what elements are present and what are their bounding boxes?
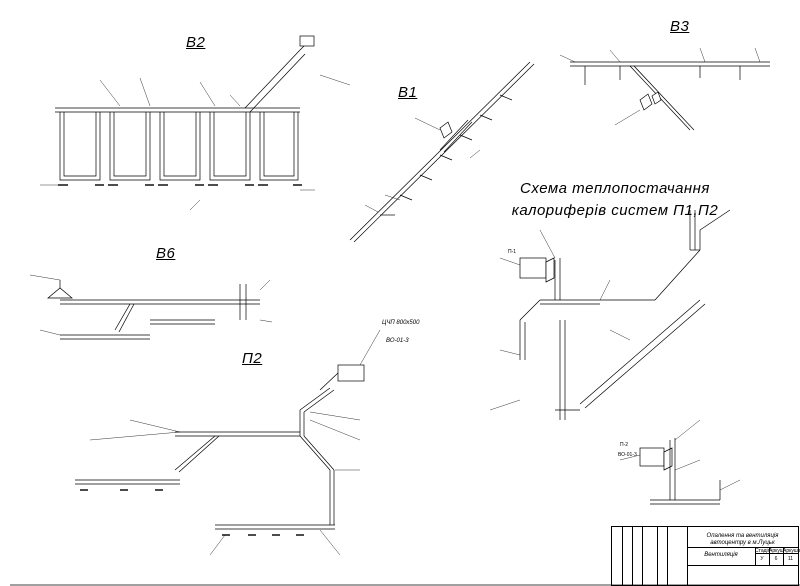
project-title-line2: автоцентру в м.Луцьк (710, 540, 775, 546)
system-b1-scheme (349, 61, 535, 243)
p2-unit-model: ВО-01-3 (386, 338, 409, 344)
heat-supply-scheme (489, 209, 741, 505)
system-title-b3: B3 (670, 18, 690, 35)
system-b6-scheme (29, 274, 273, 340)
heat-supply-title-line1: Схема теплопостачання (520, 180, 710, 197)
system-b3-scheme (559, 47, 770, 131)
system-title-b2: B2 (186, 34, 206, 51)
sheet-name: Вентиляція (704, 552, 738, 558)
system-p2-scheme (75, 329, 381, 556)
system-title-b1: B1 (398, 84, 418, 101)
p2-unit-label: ЦЧП 800х500 (382, 320, 420, 326)
p1-unit-label: П-1 (508, 249, 517, 255)
system-b2-scheme (40, 35, 351, 211)
sheet-label: Аркуш (769, 548, 784, 554)
project-title: Опалення та вентиляція автоцентру в м.Лу… (687, 533, 798, 547)
p2-small-unit-model: ВО-01-3 (618, 452, 637, 458)
stage-value: У (760, 556, 764, 562)
sheets-value: 11 (787, 556, 794, 562)
project-title-line1: Опалення та вентиляція (706, 533, 779, 539)
sheet-value: 6 (774, 556, 778, 562)
system-title-p2: П2 (242, 350, 263, 367)
heat-supply-title: Схема теплопостачання калориферів систем… (495, 178, 735, 222)
system-title-b6: B6 (156, 245, 176, 262)
sheets-label: Аркушів (783, 548, 800, 554)
p2-small-unit-label: П-2 (620, 442, 629, 448)
stage-label: Стадія (755, 548, 771, 554)
title-block: Опалення та вентиляція автоцентру в м.Лу… (611, 526, 800, 586)
heat-supply-title-line2: калориферів систем П1,П2 (511, 202, 719, 219)
